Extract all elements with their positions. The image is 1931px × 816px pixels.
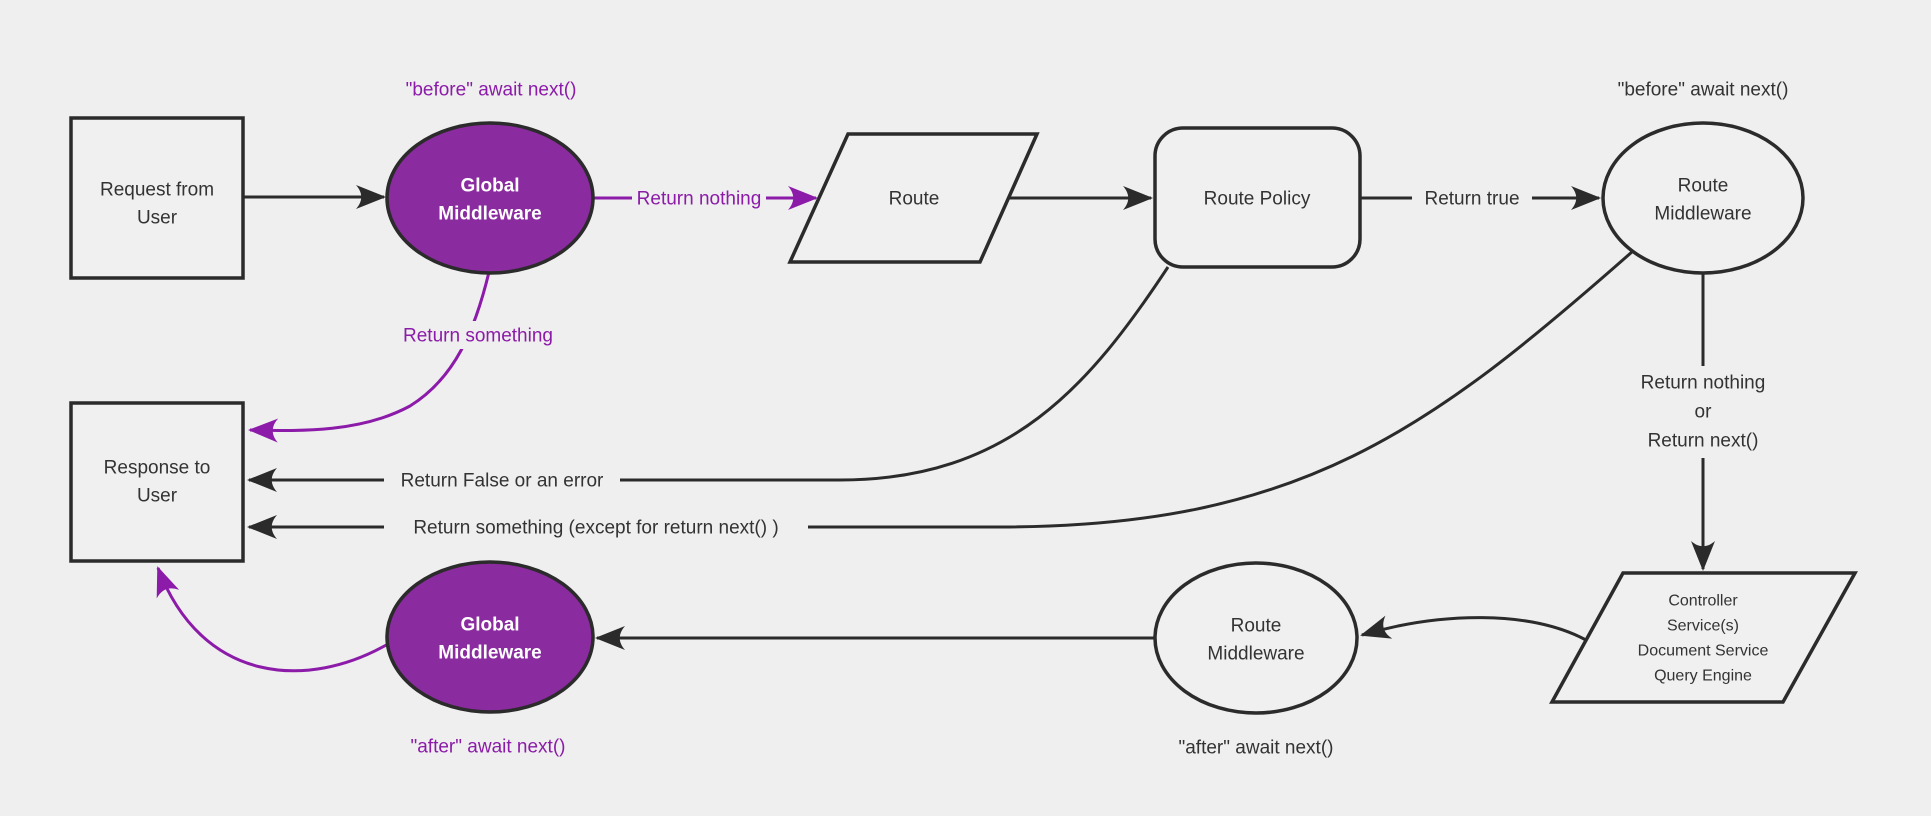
route-middleware-before-node: Route Middleware (1601, 121, 1805, 275)
backend-node: Controller Service(s) Document Service Q… (1549, 571, 1858, 704)
label-return-true-text: Return true (1424, 189, 1519, 210)
global-middleware-after-ellipse (385, 560, 595, 714)
edge-global-middleware-after-to-response (156, 566, 389, 673)
route-middleware-before-line1: Route (1678, 176, 1729, 197)
label-bg (384, 513, 808, 541)
route-middleware-after-node: Route Middleware (1153, 561, 1359, 715)
label-return-something-except-text: Return something (except for return next… (413, 518, 778, 539)
response-label-line1: Response to (104, 458, 211, 479)
label-bg (1412, 184, 1532, 212)
route-node: Route (787, 132, 1040, 264)
backend-line3: Document Service (1638, 643, 1769, 660)
label-bg (384, 466, 620, 494)
global-middleware-before-ellipse (385, 121, 595, 275)
annotation-before-global-middleware: "before" await next() (406, 80, 577, 101)
response-label-line2: User (137, 486, 178, 507)
request-label-line1: Request from (100, 180, 214, 201)
backend-line2: Service(s) (1667, 618, 1739, 635)
label-bg (387, 321, 569, 349)
edge-route-policy-to-response (247, 266, 1170, 492)
label-line3: Return next() (1648, 431, 1759, 452)
route-middleware-before-line2: Middleware (1654, 204, 1751, 225)
route-label: Route (889, 189, 940, 210)
route-middleware-before-ellipse (1601, 121, 1805, 275)
global-middleware-before-line1: Global (460, 176, 519, 197)
label-bg (632, 184, 766, 212)
annotation-after-global-middleware: "after" await next() (411, 737, 566, 758)
label-return-false-or-error: Return False or an error (384, 466, 620, 494)
backend-line4: Query Engine (1654, 668, 1752, 685)
request-node: Request from User (69, 116, 245, 280)
global-middleware-after-node: Global Middleware (385, 560, 595, 714)
global-middleware-after-line1: Global (460, 615, 519, 636)
label-bg (1628, 366, 1778, 458)
global-middleware-after-line2: Middleware (438, 643, 541, 664)
global-middleware-before-line2: Middleware (438, 204, 541, 225)
response-box (69, 401, 245, 563)
label-return-nothing-or-next: Return nothing or Return next() (1628, 366, 1778, 458)
route-policy-label: Route Policy (1204, 189, 1311, 210)
route-middleware-after-line2: Middleware (1207, 644, 1304, 665)
label-line1: Return nothing (1641, 373, 1766, 394)
route-policy-box (1153, 126, 1362, 269)
request-box (69, 116, 245, 280)
label-return-something: Return something (387, 321, 569, 349)
label-return-false-text: Return False or an error (401, 471, 604, 492)
response-node: Response to User (69, 401, 245, 563)
route-middleware-after-line1: Route (1231, 616, 1282, 637)
edge-global-middleware-to-response (248, 271, 491, 443)
label-return-nothing: Return nothing (632, 184, 766, 212)
edge-route-middleware-to-response (247, 249, 1634, 539)
route-policy-node: Route Policy (1153, 126, 1362, 269)
backend-line1: Controller (1668, 593, 1738, 610)
label-return-true: Return true (1412, 184, 1532, 212)
edge-backend-to-route-middleware-after (1360, 615, 1587, 642)
label-return-something-except: Return something (except for return next… (384, 513, 808, 541)
annotation-before-route-middleware: "before" await next() (1618, 80, 1789, 101)
route-middleware-after-ellipse (1153, 561, 1359, 715)
request-label-line2: User (137, 208, 178, 229)
label-return-something-text: Return something (403, 326, 553, 347)
backend-parallelogram (1549, 571, 1858, 704)
label-return-nothing-text: Return nothing (637, 189, 762, 210)
annotation-after-route-middleware: "after" await next() (1179, 738, 1334, 759)
label-line2: or (1695, 402, 1713, 423)
global-middleware-before-node: Global Middleware (385, 121, 595, 275)
route-parallelogram (787, 132, 1040, 264)
